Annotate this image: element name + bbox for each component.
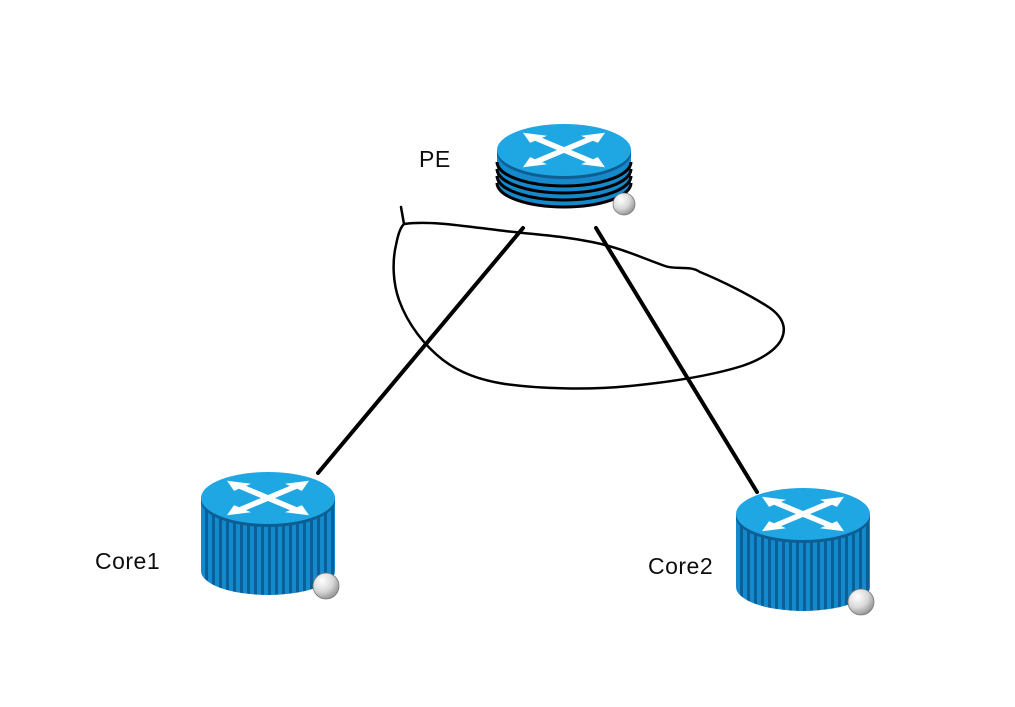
router-ball-icon: [612, 192, 636, 216]
freehand-loop-start-tick: [399, 205, 406, 226]
link-pe-core1: [316, 226, 525, 475]
router-body-line: [495, 168, 633, 195]
label-core1: Core1: [95, 548, 161, 574]
router-body-line: [495, 161, 633, 188]
router-body-line: [495, 175, 633, 202]
freehand-loop-annotation: [392, 221, 786, 390]
router-core2-graphic: [720, 479, 886, 616]
router-ball-icon: [312, 572, 340, 600]
label-core2: Core2: [648, 553, 714, 579]
router-core1: [185, 463, 351, 603]
label-pe: PE: [419, 146, 451, 172]
link-pe-core2: [594, 226, 759, 494]
router-core1-graphic: [185, 463, 351, 600]
router-pe-graphic: [481, 115, 647, 216]
router-core2: [720, 479, 886, 619]
router-ball-icon: [847, 588, 875, 616]
router-pe: [481, 115, 647, 222]
